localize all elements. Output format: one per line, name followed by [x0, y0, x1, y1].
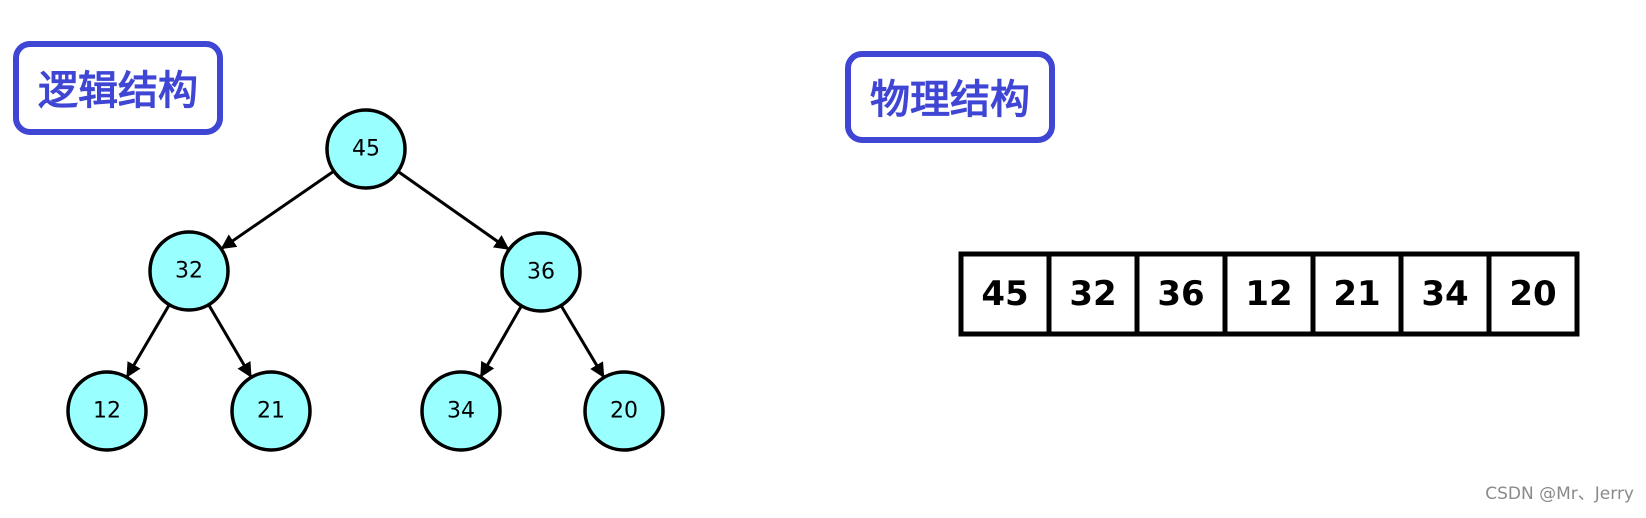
tree-edge-arrow	[125, 303, 171, 378]
array-cell: 20	[1486, 251, 1580, 337]
tree-node: 12	[66, 370, 148, 452]
tree-edge-arrow	[479, 305, 523, 378]
binary-tree: 45 32 36 12 21 34 20	[66, 108, 665, 452]
watermark: CSDN @Mr、Jerry	[1485, 484, 1634, 504]
tree-edges	[125, 169, 605, 378]
tree-node-circle	[420, 370, 502, 452]
logical-title-text: 逻辑结构	[38, 68, 198, 114]
array-cell: 34	[1398, 251, 1492, 337]
tree-node: 21	[230, 370, 312, 452]
tree-edge-arrow	[559, 304, 605, 378]
tree-node-circle	[500, 231, 582, 313]
array-cell-value: 20	[1509, 274, 1556, 314]
tree-edge-arrow	[220, 169, 335, 250]
tree-node: 34	[420, 370, 502, 452]
tree-node: 20	[583, 370, 665, 452]
array-cell-value: 36	[1157, 274, 1204, 314]
array-cell-value: 12	[1245, 274, 1292, 314]
logical-title-box	[13, 41, 223, 135]
tree-node-label: 12	[93, 399, 121, 424]
tree-node: 45	[325, 108, 407, 190]
array-cell: 12	[1222, 251, 1316, 337]
tree-edge-arrow	[397, 170, 510, 251]
array-cell-value: 34	[1421, 274, 1468, 314]
tree-node-label: 36	[527, 260, 555, 285]
tree-node: 32	[148, 230, 230, 312]
tree-node-label: 21	[257, 399, 285, 424]
tree-node-label: 45	[352, 137, 380, 162]
tree-node-circle	[230, 370, 312, 452]
tree-node-circle	[66, 370, 148, 452]
physical-structure-title: 物理结构	[845, 51, 1055, 143]
tree-node-label: 20	[610, 399, 638, 424]
tree-node-circle	[583, 370, 665, 452]
tree-node-label: 32	[175, 259, 203, 284]
logical-structure-title: 逻辑结构	[13, 41, 223, 135]
array-cell-value: 21	[1333, 274, 1380, 314]
array-cell-box	[1486, 251, 1580, 337]
array-cell: 32	[1046, 251, 1140, 337]
array-cell-value: 45	[981, 274, 1028, 314]
tree-node-label: 34	[447, 399, 475, 424]
array-cell: 36	[1134, 251, 1228, 337]
tree-edge-arrow	[207, 303, 253, 378]
array-cell: 21	[1310, 251, 1404, 337]
array-cell: 45	[958, 251, 1052, 337]
tree-node: 36	[500, 231, 582, 313]
array-cell-value: 32	[1069, 274, 1116, 314]
tree-node-circle	[325, 108, 407, 190]
array-storage: 45 32 36 12 21 34 20	[958, 251, 1580, 337]
physical-title-box	[845, 51, 1055, 143]
physical-title-text: 物理结构	[870, 77, 1030, 123]
tree-node-circle	[148, 230, 230, 312]
